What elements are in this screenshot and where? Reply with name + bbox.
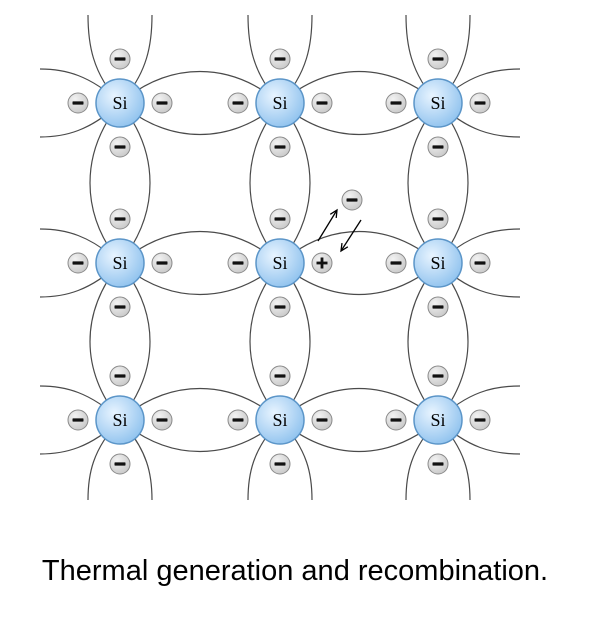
hole bbox=[311, 252, 333, 274]
silicon-atom: Si bbox=[413, 78, 463, 128]
atom-label: Si bbox=[112, 410, 127, 430]
atom-label: Si bbox=[272, 93, 287, 113]
electron bbox=[269, 296, 291, 318]
electron bbox=[311, 409, 333, 431]
electron bbox=[151, 92, 173, 114]
electron bbox=[427, 365, 449, 387]
atom-label: Si bbox=[430, 93, 445, 113]
silicon-atom: Si bbox=[95, 238, 145, 288]
electron bbox=[109, 208, 131, 230]
electron bbox=[311, 92, 333, 114]
silicon-atom: Si bbox=[255, 395, 305, 445]
electron bbox=[227, 409, 249, 431]
silicon-atom: Si bbox=[95, 78, 145, 128]
electron bbox=[67, 92, 89, 114]
atom-label: Si bbox=[272, 253, 287, 273]
electron bbox=[109, 365, 131, 387]
silicon-atom: Si bbox=[413, 238, 463, 288]
electron bbox=[269, 453, 291, 475]
atom-label: Si bbox=[112, 253, 127, 273]
electron bbox=[109, 453, 131, 475]
electron bbox=[109, 48, 131, 70]
electron bbox=[151, 409, 173, 431]
atom-label: Si bbox=[112, 93, 127, 113]
silicon-atom: Si bbox=[255, 238, 305, 288]
electron bbox=[109, 136, 131, 158]
bond-electrons bbox=[67, 48, 491, 475]
electron bbox=[227, 252, 249, 274]
silicon-atom: Si bbox=[413, 395, 463, 445]
figure-caption: Thermal generation and recombination. bbox=[41, 555, 549, 587]
silicon-atom: Si bbox=[255, 78, 305, 128]
atom-label: Si bbox=[272, 410, 287, 430]
generation-recombination-event bbox=[317, 208, 362, 253]
thermal-generation-arrow bbox=[317, 208, 338, 242]
electron bbox=[427, 208, 449, 230]
electron bbox=[269, 136, 291, 158]
electron bbox=[469, 409, 491, 431]
electron bbox=[427, 48, 449, 70]
atom-label: Si bbox=[430, 253, 445, 273]
electron bbox=[269, 48, 291, 70]
electron bbox=[385, 252, 407, 274]
atom-label: Si bbox=[430, 410, 445, 430]
electron bbox=[427, 136, 449, 158]
electron bbox=[67, 409, 89, 431]
electron bbox=[269, 208, 291, 230]
electron bbox=[469, 252, 491, 274]
free-electron bbox=[341, 189, 363, 211]
electron bbox=[109, 296, 131, 318]
recombination-arrow bbox=[340, 219, 362, 253]
electron bbox=[227, 92, 249, 114]
electron bbox=[427, 453, 449, 475]
electron bbox=[269, 365, 291, 387]
electron bbox=[151, 252, 173, 274]
silicon-atom: Si bbox=[95, 395, 145, 445]
electron bbox=[67, 252, 89, 274]
electron bbox=[385, 92, 407, 114]
electron bbox=[469, 92, 491, 114]
electron bbox=[427, 296, 449, 318]
electron bbox=[385, 409, 407, 431]
